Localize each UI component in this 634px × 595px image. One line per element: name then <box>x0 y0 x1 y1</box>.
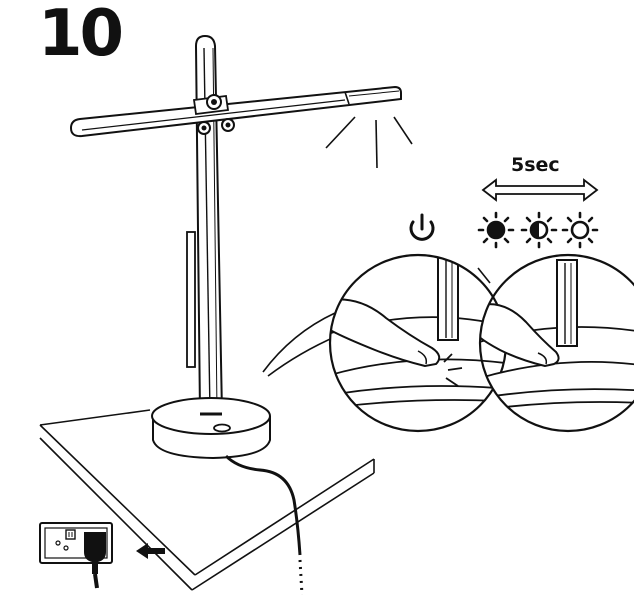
brightness-full-icon <box>477 211 515 249</box>
plug-icon <box>84 532 106 589</box>
brightness-half-icon <box>520 211 558 249</box>
zoom-view-hold <box>477 251 634 433</box>
double-arrow-icon <box>481 178 599 202</box>
zoom-view-press <box>328 253 508 433</box>
light-rays <box>325 116 413 169</box>
lamp-arm <box>69 85 402 138</box>
arrow-left-icon <box>136 543 165 559</box>
step-number: 10 <box>38 0 124 71</box>
timer-label: 5sec <box>511 154 560 176</box>
power-icon <box>409 213 435 241</box>
power-cable <box>224 454 302 556</box>
callout-lines <box>262 312 338 377</box>
brightness-low-icon <box>561 211 599 249</box>
desk-surface <box>39 409 375 591</box>
desk-lamp <box>69 34 413 595</box>
